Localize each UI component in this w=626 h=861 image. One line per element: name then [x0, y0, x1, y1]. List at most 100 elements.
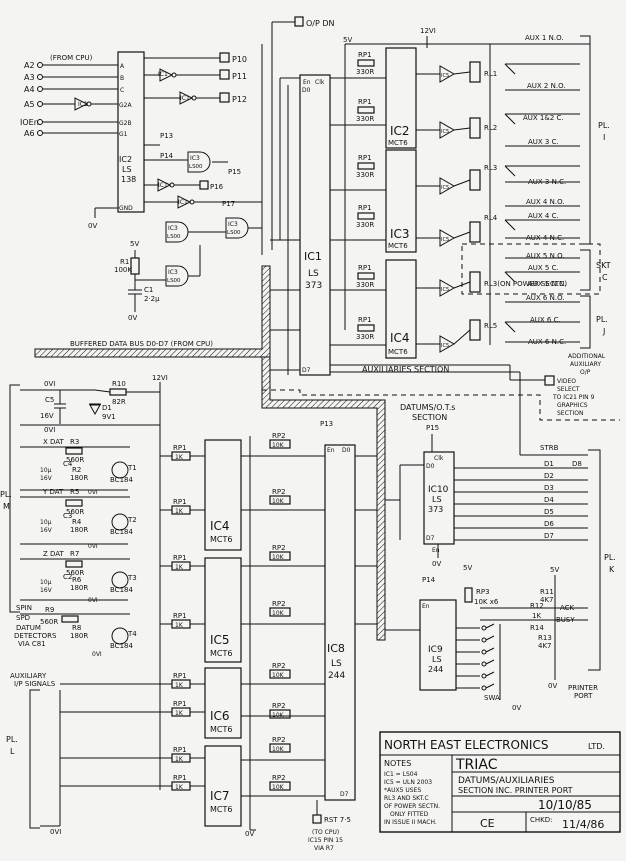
swa-label: SWA — [484, 694, 500, 702]
relay-rl5: RL5 — [484, 322, 497, 330]
title-ltd: LTD. — [588, 742, 605, 751]
ic3-label-4: IC3 — [168, 269, 178, 276]
ic1-d0: D0 — [302, 87, 311, 94]
ic1-input-wires — [270, 77, 300, 375]
video-select-box — [544, 375, 555, 386]
aux-4-nc: AUX 4 N.C. — [526, 234, 564, 242]
svg-text:10K: 10K — [272, 784, 285, 791]
title-desc-1: DATUMS/AUXILIARIES — [458, 776, 555, 786]
title-company: NORTH EAST ELECTRONICS — [384, 738, 548, 752]
opto-input-ic6: IC6 MCT6 — [204, 667, 242, 739]
svg-text:330R: 330R — [356, 68, 374, 76]
x-dat-detector: X DAT R3 560R C4 R2 180R 10μ 16V T1 BC18… — [20, 438, 137, 496]
svg-text:MCT6: MCT6 — [210, 725, 232, 734]
ic10-d7: D7 — [426, 535, 435, 542]
svg-text:R8: R8 — [72, 624, 81, 632]
reset-0v: 0V — [128, 314, 137, 322]
reset-c1-value: 2·2μ — [144, 295, 160, 303]
svg-text:330R: 330R — [356, 281, 374, 289]
datum-r10: R10 — [112, 380, 126, 388]
ic2-num: 138 — [121, 175, 136, 184]
ic8-ls244-buffer — [324, 444, 356, 801]
svg-text:IC4: IC4 — [210, 519, 230, 533]
svg-text:SPIN: SPIN — [16, 604, 32, 612]
port-p15: P15 — [228, 168, 241, 176]
ls00-label-1: LS00 — [189, 164, 203, 170]
svg-text:IC5: IC5 — [441, 287, 449, 293]
svg-text:X DAT: X DAT — [43, 438, 65, 446]
svg-text:T4: T4 — [127, 630, 137, 638]
svg-text:IC3: IC3 — [390, 227, 410, 241]
aux-output-wires — [504, 63, 580, 343]
svg-text:1K: 1K — [175, 454, 184, 461]
svg-text:C3: C3 — [63, 512, 72, 520]
svg-text:BC184: BC184 — [110, 642, 133, 650]
ic1-gate-label: IC1 — [158, 71, 168, 78]
ic2-type: LS — [122, 165, 132, 174]
aux-5-no: AUX 5 N.O. — [526, 252, 565, 260]
video-label-5: SECTION — [557, 410, 583, 417]
datum-ovi-2: 0VI — [44, 426, 55, 434]
ic3-label-1: IC3 — [190, 155, 200, 162]
svg-text:RP2: RP2 — [272, 736, 286, 744]
reset-r1: R1 — [120, 258, 129, 266]
decoder-0v: 0V — [88, 222, 97, 230]
ic3-nand-4 — [165, 265, 189, 287]
ic3-nand-1 — [187, 151, 211, 173]
svg-text:RP1: RP1 — [173, 700, 187, 708]
aux-3-c: AUX 3 C. — [528, 138, 559, 146]
datum-d1v: 9V1 — [102, 413, 116, 421]
svg-text:IC5: IC5 — [441, 237, 449, 243]
svg-text:K: K — [609, 565, 615, 574]
aux-section-title: AUXILIARIES SECTION — [362, 365, 449, 374]
printer-0v: 0V — [548, 682, 557, 690]
svg-text:RP1: RP1 — [358, 98, 372, 106]
ic1-output-wires — [330, 77, 545, 455]
datum-c5v: 16V — [40, 412, 54, 420]
aux-2-no: AUX 2 N.O. — [527, 82, 566, 90]
datum-ovi: 0VI — [44, 380, 55, 388]
svg-text:560R: 560R — [40, 618, 58, 626]
decoder-pin-g2a: G2A — [119, 102, 132, 109]
decoder-pin-g2b: G2B — [119, 120, 132, 127]
buffered-data-bus — [34, 265, 271, 358]
svg-text:16V: 16V — [40, 527, 53, 534]
section-divider — [262, 389, 620, 421]
relay-rl1: RL1 — [484, 70, 497, 78]
svg-text:RP1: RP1 — [173, 774, 187, 782]
ic3-label-3: IC3 — [228, 221, 238, 228]
relay-driver-ic4: IC4 MCT6 RP1 330R RP1 330R — [356, 259, 417, 359]
relay-rl3-power: RL3(ON POWER SECTN) — [484, 280, 567, 288]
svg-text:R7: R7 — [70, 550, 79, 558]
svg-text:RP2: RP2 — [272, 432, 286, 440]
relay-rl2: RL2 — [484, 124, 497, 132]
svg-text:T2: T2 — [127, 516, 137, 524]
ic2-ls138-decoder — [117, 51, 145, 213]
svg-text:180R: 180R — [70, 474, 88, 482]
svg-text:0VI: 0VI — [92, 651, 102, 658]
swa-switches — [456, 623, 501, 700]
svg-text:RP1: RP1 — [173, 612, 187, 620]
svg-text:C: C — [602, 273, 608, 282]
input-a5: A5 — [24, 100, 35, 109]
svg-text:0VI: 0VI — [88, 597, 98, 604]
svg-text:J: J — [602, 327, 605, 336]
rst-box — [312, 814, 322, 824]
cpu-input-wires — [37, 62, 118, 136]
printer-port-2: PORT — [574, 692, 593, 700]
ic1-gate-label-3: IC1 — [78, 101, 88, 108]
svg-text:10K: 10K — [272, 498, 285, 505]
svg-text:MCT6: MCT6 — [388, 348, 408, 356]
decoder-pin-g1: G1 — [119, 131, 128, 138]
svg-text:560R: 560R — [66, 508, 84, 516]
svg-text:C4: C4 — [63, 460, 73, 468]
aux-1-2-c: AUX 1&2 C. — [523, 114, 564, 122]
svg-text:IC5: IC5 — [441, 343, 449, 349]
title-desc-2: SECTION INC. PRINTER PORT — [458, 786, 573, 795]
ic9-num: 244 — [428, 665, 443, 674]
port-p10: P10 — [232, 55, 247, 64]
aux-3-nc: AUX 3 N.C. — [528, 178, 566, 186]
relay-coils — [453, 44, 491, 345]
ic3-label-2: IC3 — [168, 225, 178, 232]
title-chkd-date: 11/4/86 — [562, 818, 604, 831]
